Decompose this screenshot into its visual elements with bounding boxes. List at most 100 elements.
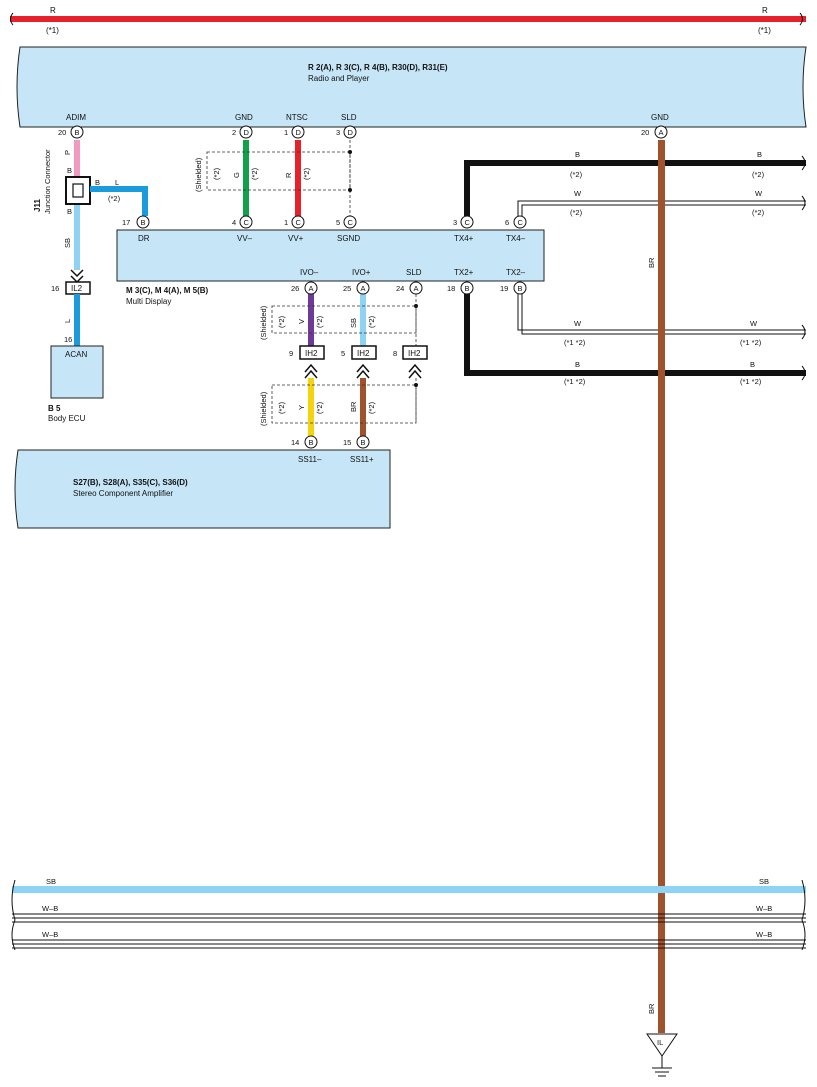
radio-pin: B — [70, 125, 84, 139]
svg-text:B: B — [309, 438, 314, 447]
right-wire-code: B — [575, 150, 580, 159]
wire-note: (*2) — [302, 167, 311, 180]
display-pin: A — [304, 281, 318, 295]
pin-number: 3 — [453, 218, 457, 227]
ih2-connector — [351, 345, 377, 360]
amp-name: Stereo Component Amplifier — [73, 489, 173, 498]
bottom-wire-code: SB — [46, 877, 56, 886]
ground-label: IL — [657, 1038, 663, 1047]
connector-chevron-icon — [304, 363, 318, 379]
svg-text:A: A — [309, 284, 314, 293]
pin-number: 1 — [284, 128, 288, 137]
display-pin-label: TX4– — [506, 234, 526, 243]
display-pin-label: TX2– — [506, 268, 526, 277]
pin-number: 17 — [122, 218, 130, 227]
shield-label: (Shielded) — [194, 157, 203, 192]
radio-pin-label: GND — [651, 113, 669, 122]
radio-pin: D — [343, 125, 357, 139]
wire-code: G — [232, 172, 241, 178]
ih2-connector — [402, 345, 428, 360]
right-wire-note: (*1 *2) — [740, 338, 762, 347]
wire-code: P — [63, 150, 72, 155]
wire-code: L — [115, 178, 119, 187]
top-wire-note-left: (*1) — [46, 26, 59, 35]
amp-pin-label: SS11– — [298, 455, 322, 464]
bottom-wire-code: W–B — [756, 904, 772, 913]
pin-number: 20 — [641, 128, 649, 137]
bottom-wire-sb — [12, 886, 806, 893]
display-pin: B — [513, 281, 527, 295]
wire-b-tx4p — [464, 160, 806, 216]
right-wire-code: W — [750, 319, 758, 328]
display-pin-label: DR — [138, 234, 150, 243]
wire-note: (*2) — [315, 401, 324, 414]
wire-g — [243, 140, 249, 218]
junction-id: J11 — [33, 199, 42, 212]
pin-number: 19 — [500, 284, 508, 293]
pin-number: 15 — [343, 438, 351, 447]
il2-name: IL2 — [71, 284, 83, 293]
right-wire-code: B — [757, 150, 762, 159]
display-pin-label: IVO– — [300, 268, 319, 277]
display-pin: A — [356, 281, 370, 295]
bottom-wire-code: W–B — [42, 904, 58, 913]
amp-pin: B — [304, 435, 318, 449]
display-pin-label: TX2+ — [454, 268, 474, 277]
pin-number: 5 — [336, 218, 340, 227]
radio-pin-label: ADIM — [66, 113, 86, 122]
right-wire-note: (*2) — [752, 208, 765, 217]
svg-text:B: B — [518, 284, 523, 293]
pin-number: 4 — [232, 218, 236, 227]
right-wire-note: (*1 *2) — [740, 377, 762, 386]
svg-text:A: A — [361, 284, 366, 293]
top-wire-code-left: R — [50, 6, 56, 15]
radio-pin: D — [239, 125, 253, 139]
wire-note: (*2) — [212, 167, 221, 180]
shield-box — [271, 305, 417, 334]
wire-code: SB — [63, 238, 72, 248]
display-pin: C — [291, 215, 305, 229]
display-pin: C — [239, 215, 253, 229]
ih2-pin: 5 — [341, 349, 345, 358]
radio-ids: R 2(A), R 3(C), R 4(B), R30(D), R31(E) — [308, 63, 448, 72]
pin-number: 6 — [505, 218, 509, 227]
ecu-name: Body ECU — [48, 414, 86, 423]
wire-l-ecu — [74, 294, 80, 346]
right-wire-code: B — [575, 360, 580, 369]
wire-p — [74, 140, 80, 177]
ground-symbol — [646, 1033, 678, 1077]
top-wire-code-right: R — [762, 6, 768, 15]
display-pin: B — [460, 281, 474, 295]
display-pin: C — [343, 215, 357, 229]
wire-code: BR — [349, 401, 358, 412]
amp-component: S27(B), S28(A), S35(C), S36(D) Stereo Co… — [14, 449, 391, 529]
ecu-component — [50, 345, 104, 399]
svg-text:D: D — [244, 128, 250, 137]
right-wire-code: W — [574, 189, 582, 198]
shield-box — [206, 151, 351, 191]
wire-code: Y — [297, 405, 306, 410]
junction-connector — [65, 176, 91, 205]
wire-note: (*2) — [277, 315, 286, 328]
ih2-connector — [299, 345, 325, 360]
radio-pin-label: SLD — [341, 113, 357, 122]
svg-text:C: C — [465, 218, 471, 227]
connector-chevron-icon — [356, 363, 370, 379]
wire-sb-ivo — [360, 294, 366, 346]
display-pin-label: VV– — [237, 234, 253, 243]
ecu-id: B 5 — [48, 404, 61, 413]
pin-number: 3 — [336, 128, 340, 137]
amp-pin-label: SS11+ — [350, 455, 374, 464]
svg-text:C: C — [518, 218, 524, 227]
pin-number: 18 — [447, 284, 455, 293]
svg-text:B: B — [141, 218, 146, 227]
display-pin-label: IVO+ — [352, 268, 371, 277]
wire-code: BR — [647, 257, 656, 268]
wire-note: (*2) — [277, 401, 286, 414]
right-wire-note: (*2) — [570, 208, 583, 217]
bottom-wire-code: W–B — [756, 930, 772, 939]
display-pin-label: VV+ — [288, 234, 304, 243]
top-wire-note-right: (*1) — [758, 26, 771, 35]
wire-l — [90, 186, 148, 216]
